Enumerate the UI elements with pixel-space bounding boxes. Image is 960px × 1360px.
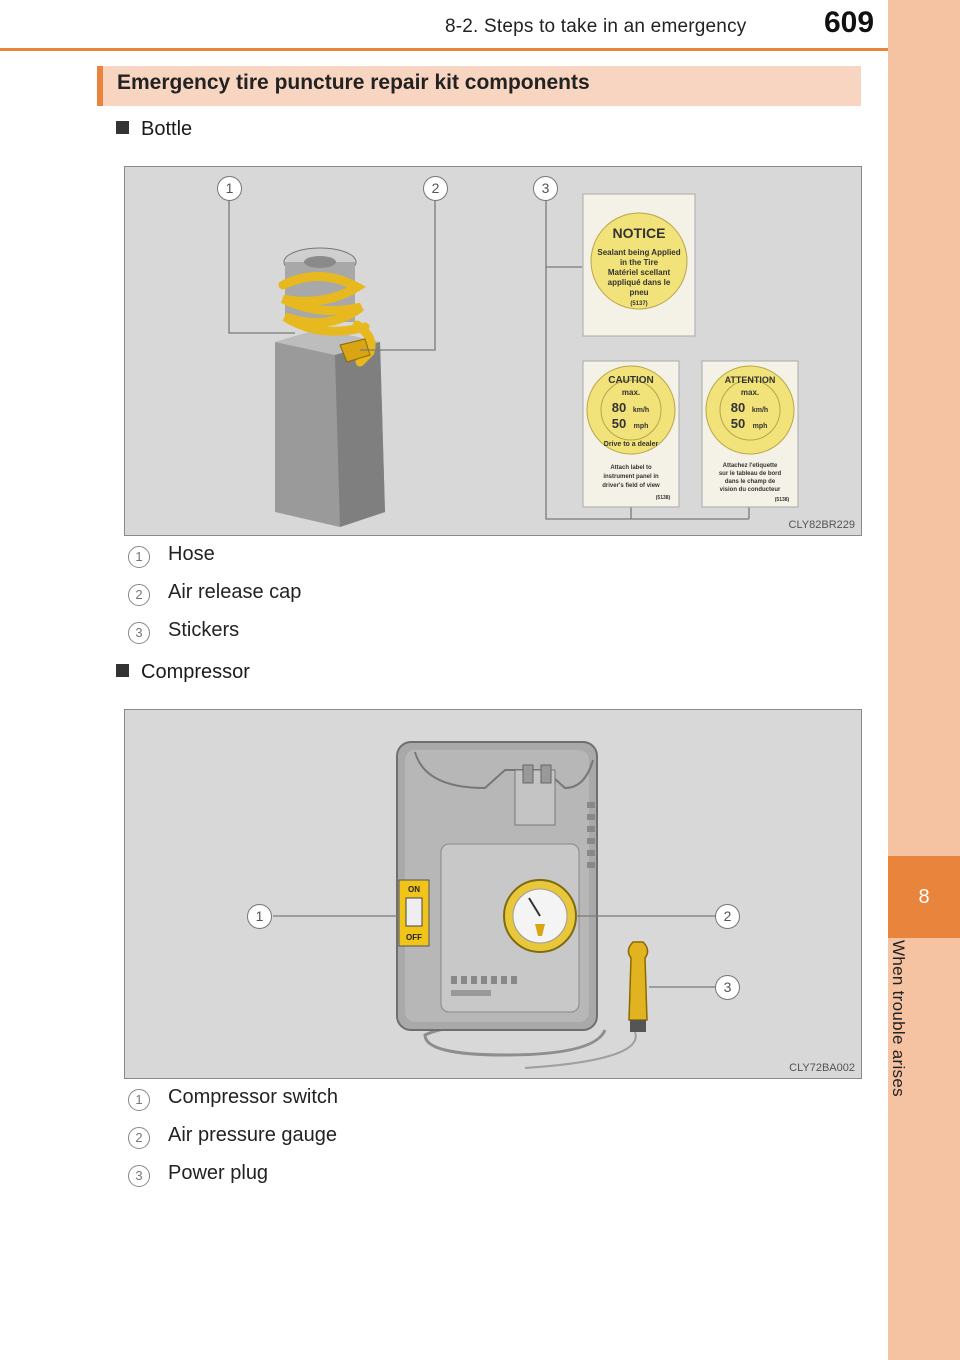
figure-code: CLY82BR229 (788, 519, 855, 531)
callout-leader-lines (228, 200, 750, 520)
chapter-side-tab (888, 0, 960, 1360)
attention-code: (5138) (775, 497, 790, 503)
running-header: 8-2. Steps to take in an emergency (445, 16, 747, 37)
compressor-heading-text: Compressor (141, 661, 250, 683)
socket-pin (540, 764, 552, 784)
plug-cap (630, 1020, 646, 1032)
callout-leader-lines (273, 915, 715, 988)
compressor-illustration: ON OFF (273, 741, 715, 1069)
power-plug (627, 941, 649, 1021)
indicator-bar (451, 990, 491, 996)
bottle-figure: NOTICE Sealant being Applied in the Tire… (124, 166, 862, 536)
legend-label: Compressor switch (168, 1086, 339, 1108)
attention-unit-kmh: km/h (752, 407, 768, 414)
socket-pin (522, 764, 534, 784)
chapter-title: When trouble arises (889, 940, 908, 1097)
attention-note-2: sur le tableau de bord (719, 471, 782, 477)
legend-label: Air pressure gauge (168, 1124, 337, 1146)
callout-3: 3 (533, 176, 558, 201)
compressor-figure: ON OFF 1 2 3 CLY72BA002 (124, 709, 862, 1079)
indicator-slots (451, 976, 517, 984)
air-release-cap (339, 338, 371, 363)
legend-number: 1 (128, 1089, 150, 1111)
header-rule (0, 48, 888, 51)
notice-line-2: in the Tire (620, 258, 659, 267)
notice-line-4: appliqué dans le (608, 278, 671, 287)
power-cable-loop (524, 1031, 637, 1069)
attention-unit-mph: mph (753, 423, 768, 430)
attention-note-1: Attachez l'etiquette (723, 463, 778, 469)
callout-2: 2 (423, 176, 448, 201)
caution-unit-mph: mph (634, 423, 649, 430)
caution-note-3: driver's field of view (602, 483, 660, 489)
section-title: Emergency tire puncture repair kit compo… (117, 71, 590, 94)
caution-note-2: instrument panel in (603, 474, 659, 480)
notice-title: NOTICE (613, 225, 666, 241)
callout-3: 3 (715, 975, 740, 1000)
legend-number: 2 (128, 1127, 150, 1149)
figure-code: CLY72BA002 (789, 1062, 855, 1074)
attention-arc-top: ATTENTION (725, 375, 776, 385)
caution-sticker: CAUTION max. 80 km/h 50 mph Drive to a d… (582, 360, 680, 508)
chapter-number-box: 8 (888, 856, 960, 938)
notice-line-1: Sealant being Applied (597, 248, 680, 257)
bullet-square-icon (116, 121, 129, 134)
cap-center (304, 256, 336, 268)
bottle-subheading: Bottle (116, 118, 192, 141)
callout-2: 2 (715, 904, 740, 929)
bottle-illustration: NOTICE Sealant being Applied in the Tire… (228, 193, 799, 527)
legend-label: Hose (168, 543, 215, 565)
caution-note-1: Attach label to (610, 465, 652, 471)
chapter-number: 8 (918, 885, 930, 908)
legend-number: 1 (128, 546, 150, 568)
vent-slots (587, 802, 595, 868)
compressor-subheading: Compressor (116, 661, 250, 684)
bottle-side (335, 342, 385, 527)
caution-arc-bottom: Drive to a dealer (604, 441, 659, 448)
notice-line-3: Matériel scellant (608, 268, 671, 277)
caution-speed-kmh: 80 (612, 400, 626, 415)
attention-note-4: vision du conducteur (720, 487, 781, 493)
legend-label: Stickers (168, 619, 240, 641)
caution-speed-mph: 50 (612, 416, 626, 431)
caution-max: max. (622, 388, 640, 397)
switch-rocker (405, 897, 423, 927)
caution-arc-top: CAUTION (608, 375, 654, 386)
notice-line-5: pneu (629, 288, 648, 297)
callout-1: 1 (217, 176, 242, 201)
switch-on-label: ON (408, 885, 420, 894)
attention-sticker: ATTENTION max. 80 km/h 50 mph Attachez l… (701, 360, 799, 508)
legend-number: 3 (128, 1165, 150, 1187)
bottle-heading-text: Bottle (141, 118, 193, 140)
hose-coil (278, 272, 376, 367)
attention-speed-kmh: 80 (731, 400, 745, 415)
legend-number: 2 (128, 584, 150, 606)
callout-1: 1 (247, 904, 272, 929)
section-heading: Emergency tire puncture repair kit compo… (97, 66, 861, 106)
legend-label: Power plug (168, 1162, 269, 1184)
attention-speed-mph: 50 (731, 416, 745, 431)
legend-number: 3 (128, 622, 150, 644)
notice-code: (5137) (630, 301, 647, 307)
bullet-square-icon (116, 664, 129, 677)
page-number: 609 (824, 6, 875, 39)
compressor-top-contour (414, 751, 594, 790)
attention-max: max. (741, 388, 759, 397)
chapter-title-container: When trouble arises (880, 940, 930, 1140)
notice-sticker: NOTICE Sealant being Applied in the Tire… (582, 193, 696, 337)
gauge-valve (535, 924, 545, 936)
caution-unit-kmh: km/h (633, 407, 649, 414)
caution-code: (5138) (656, 495, 671, 501)
switch-off-label: OFF (406, 933, 422, 942)
legend-label: Air release cap (168, 581, 302, 603)
attention-note-3: dans le champ de (725, 479, 776, 485)
gauge-needle (528, 897, 541, 917)
